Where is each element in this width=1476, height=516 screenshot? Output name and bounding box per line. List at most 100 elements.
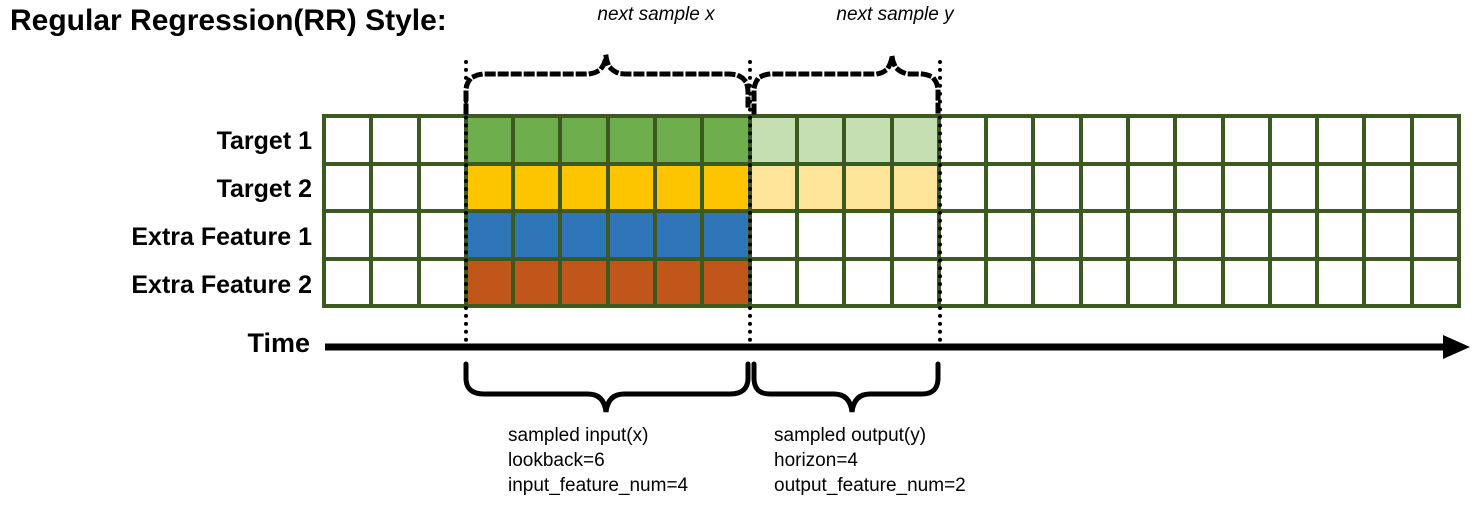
grid-cell-extra-feature-1-21 [1319,213,1363,257]
grid-cell-target-1-1 [373,118,417,162]
grid-cell-target-2-16 [1082,165,1126,209]
row-label-extra-feature-1: Extra Feature 1 [131,223,312,251]
grid-cell-extra-feature-1-22 [1366,213,1410,257]
grid-cell-extra-feature-2-14 [988,260,1032,304]
grid-cell-target-1-15 [1035,118,1079,162]
grid-cell-extra-feature-1-9 [751,213,795,257]
grid-cell-extra-feature-2-17 [1129,260,1174,304]
grid-cell-target-1-21 [1319,118,1363,162]
grid-cell-extra-feature-2-6 [609,260,654,304]
grid-cell-target-2-21 [1319,165,1363,209]
grid-cell-target-2-8 [704,165,748,209]
caption-next-sample-y: next sample y [836,4,954,25]
timeseries-grid [322,114,1461,308]
grid-cell-target-2-17 [1129,165,1174,209]
grid-cell-target-1-2 [420,118,464,162]
grid-cell-target-1-0 [326,118,370,162]
grid-cell-extra-feature-2-18 [1177,260,1221,304]
grid-cell-extra-feature-2-22 [1366,260,1410,304]
grid-cell-extra-feature-2-15 [1035,260,1079,304]
grid-cell-extra-feature-2-16 [1082,260,1126,304]
guide-line-input-end [748,60,752,350]
grid-cell-extra-feature-1-23 [1413,213,1457,257]
caption-next-sample-x: next sample x [597,4,715,25]
grid-cell-target-2-6 [609,165,654,209]
grid-cell-extra-feature-1-18 [1177,213,1221,257]
grid-cell-target-1-4 [515,118,559,162]
grid-cell-target-1-7 [657,118,701,162]
grid-cell-extra-feature-1-11 [846,213,890,257]
grid-cell-extra-feature-1-19 [1224,213,1268,257]
grid-cell-extra-feature-1-20 [1271,213,1316,257]
grid-cell-target-2-10 [798,165,843,209]
grid-cell-extra-feature-2-0 [326,260,370,304]
grid-cell-target-1-22 [1366,118,1410,162]
grid-cell-extra-feature-1-17 [1129,213,1174,257]
grid-cell-target-2-5 [562,165,606,209]
grid-cell-target-1-20 [1271,118,1316,162]
grid-cell-target-1-5 [562,118,606,162]
grid-cell-target-2-1 [373,165,417,209]
grid-cell-target-2-11 [846,165,890,209]
grid-cell-target-1-11 [846,118,890,162]
grid-cell-extra-feature-2-23 [1413,260,1457,304]
grid-cell-extra-feature-1-13 [940,213,985,257]
grid-cell-target-2-13 [940,165,985,209]
caption-sampled-output-line3: output_feature_num=2 [774,475,966,496]
grid-cell-extra-feature-2-1 [373,260,417,304]
grid-cell-extra-feature-2-4 [515,260,559,304]
grid-cell-target-1-13 [940,118,985,162]
grid-cell-extra-feature-2-19 [1224,260,1268,304]
grid-cell-extra-feature-2-10 [798,260,843,304]
grid-cell-extra-feature-2-3 [467,260,512,304]
grid-cell-target-2-19 [1224,165,1268,209]
grid-cell-extra-feature-1-2 [420,213,464,257]
grid-cell-target-1-9 [751,118,795,162]
grid-cell-target-2-9 [751,165,795,209]
grid-cell-target-2-14 [988,165,1032,209]
grid-cell-extra-feature-1-8 [704,213,748,257]
grid-cell-extra-feature-1-12 [893,213,937,257]
grid-cell-extra-feature-2-13 [940,260,985,304]
grid-cell-target-1-12 [893,118,937,162]
grid-cell-target-2-7 [657,165,701,209]
grid-cell-extra-feature-1-0 [326,213,370,257]
grid-cell-target-2-22 [1366,165,1410,209]
caption-sampled-input-line1: sampled input(x) [508,425,649,446]
grid-cell-target-2-0 [326,165,370,209]
guide-line-input-start [464,60,468,350]
caption-sampled-output-line2: horizon=4 [774,450,858,471]
grid-cell-extra-feature-1-1 [373,213,417,257]
caption-sampled-input: sampled input(x) lookback=6 input_featur… [508,423,688,498]
grid-cell-target-1-18 [1177,118,1221,162]
grid-cell-target-2-20 [1271,165,1316,209]
grid-cell-extra-feature-2-9 [751,260,795,304]
grid-cell-target-2-12 [893,165,937,209]
grid-cell-extra-feature-2-2 [420,260,464,304]
grid-cell-extra-feature-1-6 [609,213,654,257]
caption-sampled-input-line2: lookback=6 [508,450,605,471]
row-label-group: Target 1 Target 2 Extra Feature 1 Extra … [50,112,312,308]
grid-cell-target-2-15 [1035,165,1079,209]
caption-sampled-output-line1: sampled output(y) [774,425,927,446]
row-label-target-2: Target 2 [216,175,312,203]
grid-cell-extra-feature-2-5 [562,260,606,304]
time-axis-label: Time [247,328,310,358]
guide-line-output-end [938,60,942,350]
caption-sampled-input-line3: input_feature_num=4 [508,475,689,496]
grid-cell-target-1-19 [1224,118,1268,162]
grid-cell-extra-feature-2-8 [704,260,748,304]
grid-cell-target-2-3 [467,165,512,209]
grid-cell-target-1-17 [1129,118,1174,162]
caption-sampled-output: sampled output(y) horizon=4 output_featu… [774,423,966,498]
grid-cell-target-2-2 [420,165,464,209]
grid-cell-target-1-6 [609,118,654,162]
grid-cell-target-1-23 [1413,118,1457,162]
grid-cell-extra-feature-2-11 [846,260,890,304]
row-label-target-1: Target 1 [216,127,312,155]
grid-cell-target-1-10 [798,118,843,162]
time-axis-arrow [325,335,1470,359]
grid-cell-target-2-18 [1177,165,1221,209]
grid-cell-extra-feature-2-12 [893,260,937,304]
